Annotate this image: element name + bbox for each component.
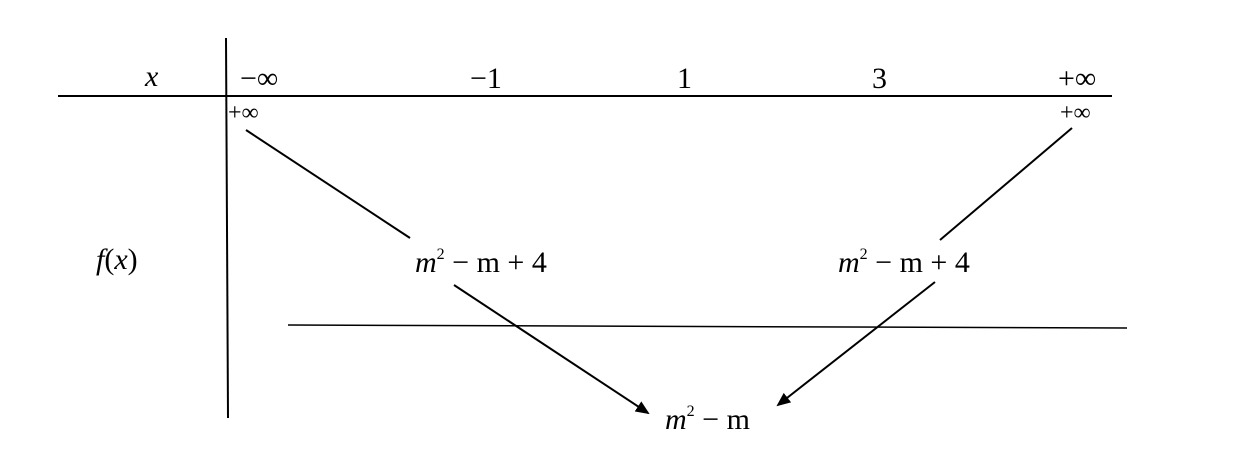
local-right-var: m — [838, 246, 860, 279]
local-value-left: m2 − m + 4 — [415, 246, 547, 279]
x-value-neg-infinity: −∞ — [240, 62, 279, 95]
local-left-var: m — [415, 246, 437, 279]
minimum-value: m2 − m — [665, 403, 750, 436]
local-right-rest: − m + 4 — [867, 246, 970, 279]
local-right-exp: 2 — [859, 246, 868, 263]
increase-arrow-right-upper — [939, 127, 1073, 241]
reference-line — [287, 324, 1128, 329]
min-exp: 2 — [686, 403, 695, 420]
increase-arrow-right-lower — [776, 281, 936, 407]
local-left-exp: 2 — [436, 246, 445, 263]
fx-row-label: f(x) — [96, 243, 138, 276]
right-limit: +∞ — [1060, 100, 1091, 126]
x-row-label: x — [145, 60, 159, 93]
x-value-neg-one: −1 — [470, 62, 502, 95]
min-var: m — [665, 403, 687, 436]
x-value-one: 1 — [677, 62, 692, 95]
decrease-arrow-middle — [453, 284, 650, 415]
fx-f: f — [96, 243, 105, 276]
column-divider — [225, 37, 229, 419]
local-left-rest: − m + 4 — [444, 246, 547, 279]
min-rest: − m — [694, 403, 750, 436]
decrease-arrow-left — [245, 129, 411, 239]
local-value-right: m2 − m + 4 — [838, 246, 970, 279]
left-limit: +∞ — [228, 100, 259, 126]
x-value-pos-infinity: +∞ — [1058, 62, 1097, 95]
x-value-three: 3 — [872, 62, 887, 95]
fx-x: x — [114, 243, 128, 276]
